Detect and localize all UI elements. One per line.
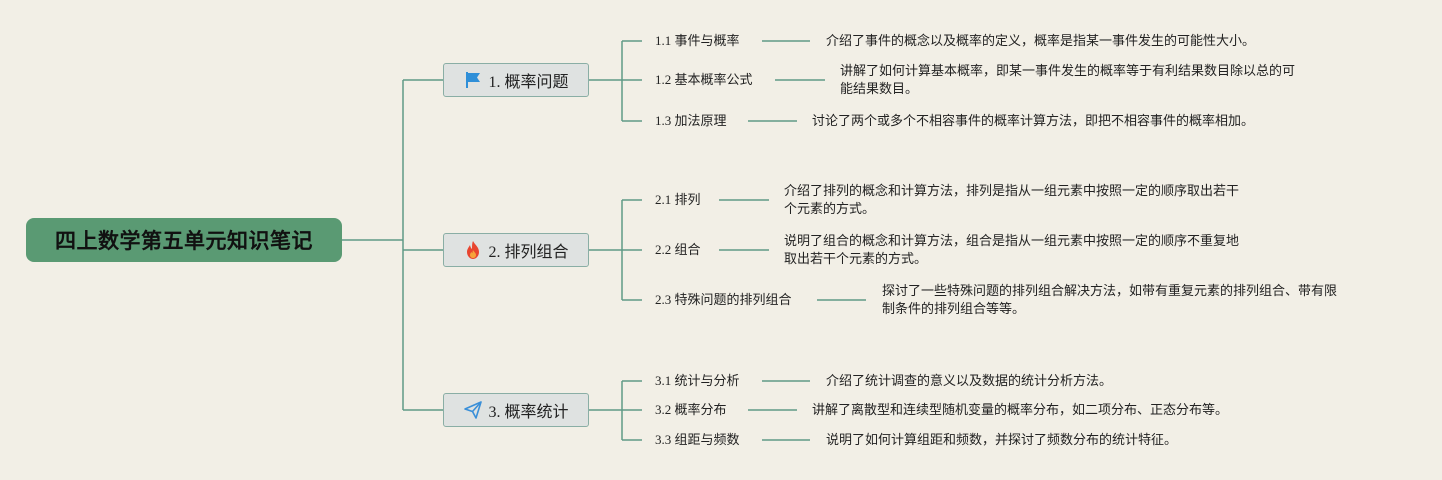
subtopic-2-3[interactable]: 2.3 特殊问题的排列组合 xyxy=(655,292,792,307)
flag-icon xyxy=(463,70,483,90)
root-node[interactable]: 四上数学第五单元知识笔记 xyxy=(26,218,342,262)
desc-1-2: 讲解了如何计算基本概率，即某一事件发生的概率等于有利结果数目除以总的可 能结果数… xyxy=(840,63,1296,96)
desc-1-1: 介绍了事件的概念以及概率的定义，概率是指某一事件发生的可能性大小。 xyxy=(826,33,1256,48)
root-title: 四上数学第五单元知识笔记 xyxy=(55,229,313,253)
branch-label: 1. 概率问题 xyxy=(488,74,569,91)
branch-label: 3. 概率统计 xyxy=(488,404,569,421)
fire-icon xyxy=(463,240,483,260)
subtopic-2-1[interactable]: 2.1 排列 xyxy=(655,192,701,207)
branch-node-statistics[interactable]: 3. 概率统计 xyxy=(443,393,589,427)
desc-2-1: 介绍了排列的概念和计算方法，排列是指从一组元素中按照一定的顺序取出若干 个元素的… xyxy=(784,183,1240,216)
desc-3-2: 讲解了离散型和连续型随机变量的概率分布，如二项分布、正态分布等。 xyxy=(812,402,1229,417)
branch-label: 2. 排列组合 xyxy=(488,244,569,261)
branch-node-permutation[interactable]: 2. 排列组合 xyxy=(443,233,589,267)
subtopic-2-2[interactable]: 2.2 组合 xyxy=(655,242,701,257)
paper-plane-icon xyxy=(463,400,483,420)
branch-node-probability[interactable]: 1. 概率问题 xyxy=(443,63,589,97)
subtopic-3-3[interactable]: 3.3 组距与频数 xyxy=(655,432,740,447)
desc-1-3: 讨论了两个或多个不相容事件的概率计算方法，即把不相容事件的概率相加。 xyxy=(812,113,1255,128)
desc-2-2: 说明了组合的概念和计算方法，组合是指从一组元素中按照一定的顺序不重复地 取出若干… xyxy=(784,233,1240,266)
desc-2-3: 探讨了一些特殊问题的排列组合解决方法，如带有重复元素的排列组合、带有限 制条件的… xyxy=(882,283,1338,316)
desc-3-1: 介绍了统计调查的意义以及数据的统计分析方法。 xyxy=(826,373,1113,388)
desc-3-3: 说明了如何计算组距和频数，并探讨了频数分布的统计特征。 xyxy=(826,432,1178,447)
subtopic-1-2[interactable]: 1.2 基本概率公式 xyxy=(655,72,753,87)
subtopic-1-3[interactable]: 1.3 加法原理 xyxy=(655,113,727,128)
subtopic-3-2[interactable]: 3.2 概率分布 xyxy=(655,402,727,417)
subtopic-3-1[interactable]: 3.1 统计与分析 xyxy=(655,373,740,388)
subtopic-1-1[interactable]: 1.1 事件与概率 xyxy=(655,33,740,48)
